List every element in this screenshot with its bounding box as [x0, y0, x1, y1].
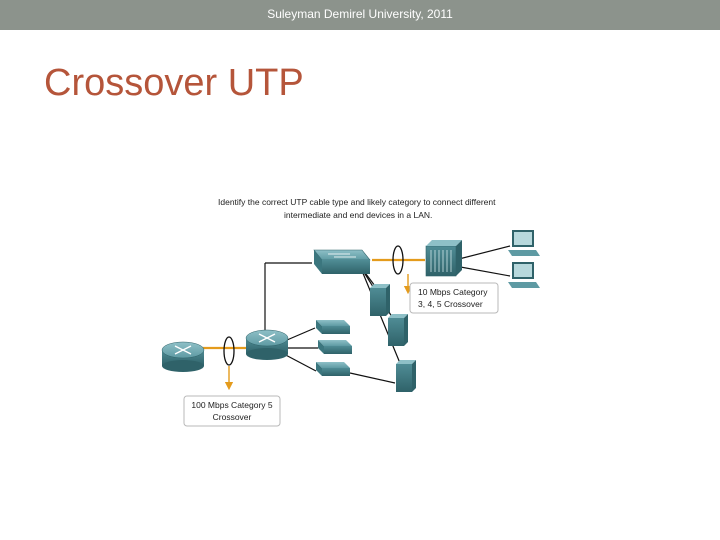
- callout-line-2: Crossover: [213, 412, 252, 422]
- server-icon: [388, 314, 408, 346]
- router-icon: [245, 329, 289, 360]
- header-bar: Suleyman Demirel University, 2011: [0, 0, 720, 30]
- switch-icon: [316, 362, 350, 376]
- callout-line-1: 10 Mbps Category: [418, 287, 488, 297]
- diagram-caption-line-1: Identify the correct UTP cable type and …: [218, 197, 496, 207]
- callout-switch-hub-crossover: 10 Mbps Category 3, 4, 5 Crossover: [409, 282, 499, 314]
- header-text: Suleyman Demirel University, 2011: [267, 7, 453, 21]
- callout-line-2: 3, 4, 5 Crossover: [418, 299, 483, 309]
- switch-icon: [313, 249, 371, 274]
- callout-line-1: 100 Mbps Category 5: [191, 400, 273, 410]
- switch-icon: [318, 340, 352, 354]
- server-icon: [370, 284, 390, 316]
- slide-title: Crossover UTP: [44, 62, 304, 104]
- switch-icon: [316, 320, 350, 334]
- server-icon: [396, 360, 416, 392]
- callout-router-router-crossover: 100 Mbps Category 5 Crossover: [183, 395, 281, 427]
- cable-highlight-ellipse: [223, 336, 235, 366]
- diagram-caption-line-2: intermediate and end devices in a LAN.: [284, 210, 432, 220]
- cable-highlight-ellipse: [392, 245, 404, 275]
- pc-icon: [508, 230, 540, 256]
- pc-icon: [508, 262, 540, 288]
- router-icon: [161, 341, 205, 372]
- network-diagram: Identify the correct UTP cable type and …: [161, 197, 540, 427]
- hub-icon: [425, 240, 462, 277]
